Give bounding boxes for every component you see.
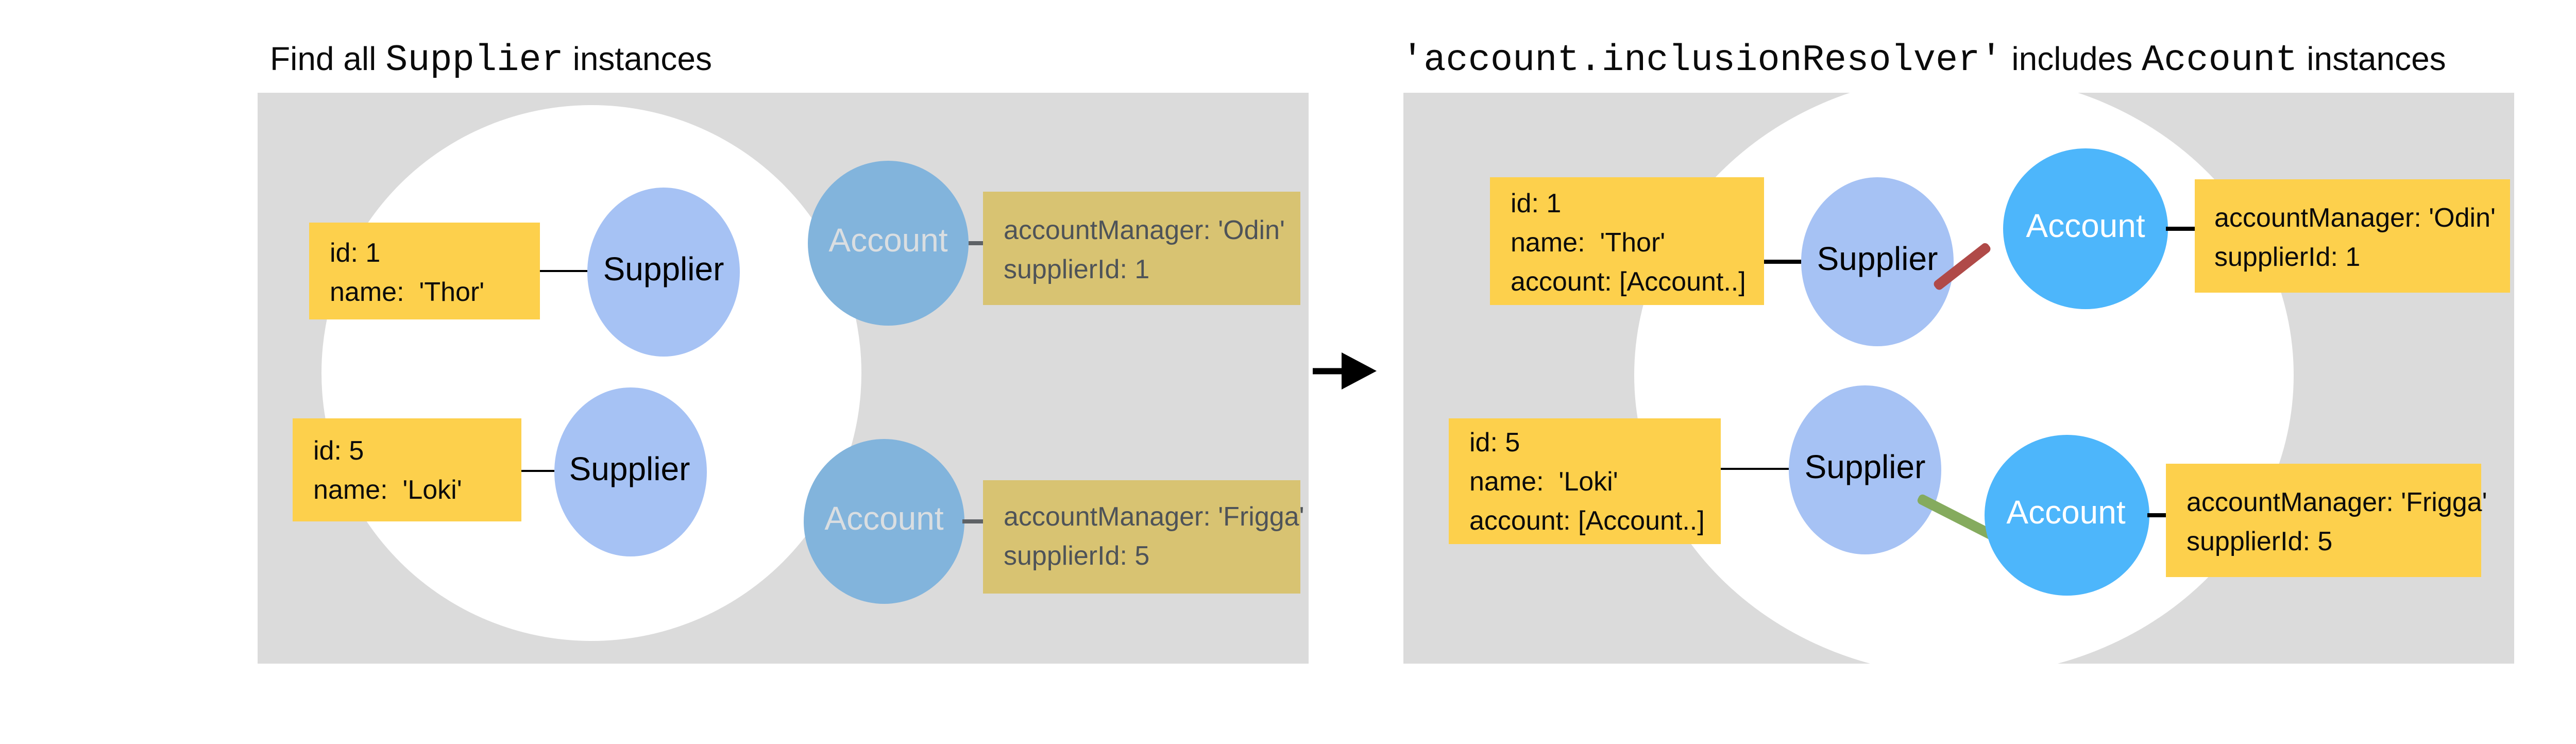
connector-line xyxy=(962,519,983,523)
account-node-muted: Account xyxy=(808,161,969,326)
account-node-label: Account xyxy=(824,503,944,538)
supplier-props-box-thor: id: 1 name: 'Thor' account: [Account..] xyxy=(1490,177,1764,305)
title-right: 'account.inclusionResolver' includes Acc… xyxy=(1401,41,2446,82)
prop-line: accountManager: 'Frigga' xyxy=(2187,485,2487,516)
prop-line: accountManager: 'Frigga' xyxy=(1004,501,1304,532)
supplier-node-label: Supplier xyxy=(569,452,690,487)
panel-after: id: 1 name: 'Thor' account: [Account..] … xyxy=(1403,93,2514,664)
prop-line: supplierId: 1 xyxy=(2214,240,2361,271)
supplier-props-box-thor: id: 1 name: 'Thor' xyxy=(309,223,540,319)
transform-arrow-icon xyxy=(1313,352,1377,390)
prop-line: name: 'Thor' xyxy=(1511,226,1666,257)
account-node-label: Account xyxy=(2026,210,2145,245)
account-node-label: Account xyxy=(2006,497,2126,532)
connector-line xyxy=(969,241,983,245)
connector-line xyxy=(521,469,554,473)
supplier-node: Supplier xyxy=(553,386,706,555)
account-props-box-frigga: accountManager: 'Frigga' supplierId: 5 xyxy=(983,480,1304,593)
account-node-included: Account xyxy=(2003,148,2168,309)
account-props-box-odin: accountManager: 'Odin' supplierId: 1 xyxy=(983,192,1300,305)
title-right-code1: 'account.inclusionResolver' xyxy=(1401,41,2003,82)
prop-line: account: [Account..] xyxy=(1469,505,1705,536)
account-node-muted: Account xyxy=(804,439,964,604)
title-right-code2: Account xyxy=(2142,41,2298,82)
prop-line: supplierId: 5 xyxy=(2187,525,2333,555)
prop-line: supplierId: 5 xyxy=(1004,540,1150,571)
account-node-label: Account xyxy=(828,225,948,260)
prop-line: name: 'Loki' xyxy=(1469,466,1618,497)
panel-before: id: 1 name: 'Thor' Supplier Account acco… xyxy=(258,93,1309,664)
prop-line: name: 'Thor' xyxy=(330,275,485,306)
account-node-included: Account xyxy=(1984,435,2148,596)
supplier-node-label: Supplier xyxy=(1817,243,1938,278)
supplier-props-box-loki: id: 5 name: 'Loki' xyxy=(293,418,521,521)
account-props-box-odin: accountManager: 'Odin' supplierId: 1 xyxy=(2194,179,2510,293)
supplier-node-label: Supplier xyxy=(603,253,724,289)
prop-line: accountManager: 'Odin' xyxy=(1004,213,1285,244)
title-right-mid: includes xyxy=(2002,43,2142,78)
supplier-node: Supplier xyxy=(1801,177,1954,346)
prop-line: accountManager: 'Odin' xyxy=(2214,201,2496,232)
title-left-prefix: Find all xyxy=(270,43,386,78)
prop-line: id: 1 xyxy=(330,236,381,267)
supplier-node-label: Supplier xyxy=(1804,450,1926,485)
title-left-suffix: instances xyxy=(563,43,712,78)
connector-line xyxy=(1721,467,1789,471)
account-props-box-frigga: accountManager: 'Frigga' supplierId: 5 xyxy=(2166,464,2487,577)
title-right-suffix: instances xyxy=(2297,43,2446,78)
title-left-code: Supplier xyxy=(385,41,564,82)
connector-line xyxy=(2166,227,2194,231)
supplier-node: Supplier xyxy=(1789,384,1941,553)
supplier-props-box-loki: id: 5 name: 'Loki' account: [Account..] xyxy=(1449,418,1721,544)
supplier-node: Supplier xyxy=(587,188,740,357)
prop-line: id: 5 xyxy=(313,435,364,466)
query-scope-ellipse xyxy=(321,105,861,641)
connector-line xyxy=(540,269,587,273)
connector-line xyxy=(1764,260,1801,264)
prop-line: id: 5 xyxy=(1469,427,1520,458)
prop-line: name: 'Loki' xyxy=(313,474,462,505)
prop-line: supplierId: 1 xyxy=(1004,252,1150,283)
title-left: Find all Supplier instances xyxy=(270,41,712,82)
prop-line: account: [Account..] xyxy=(1511,265,1746,296)
prop-line: id: 1 xyxy=(1511,187,1562,217)
connector-line xyxy=(2146,513,2168,517)
